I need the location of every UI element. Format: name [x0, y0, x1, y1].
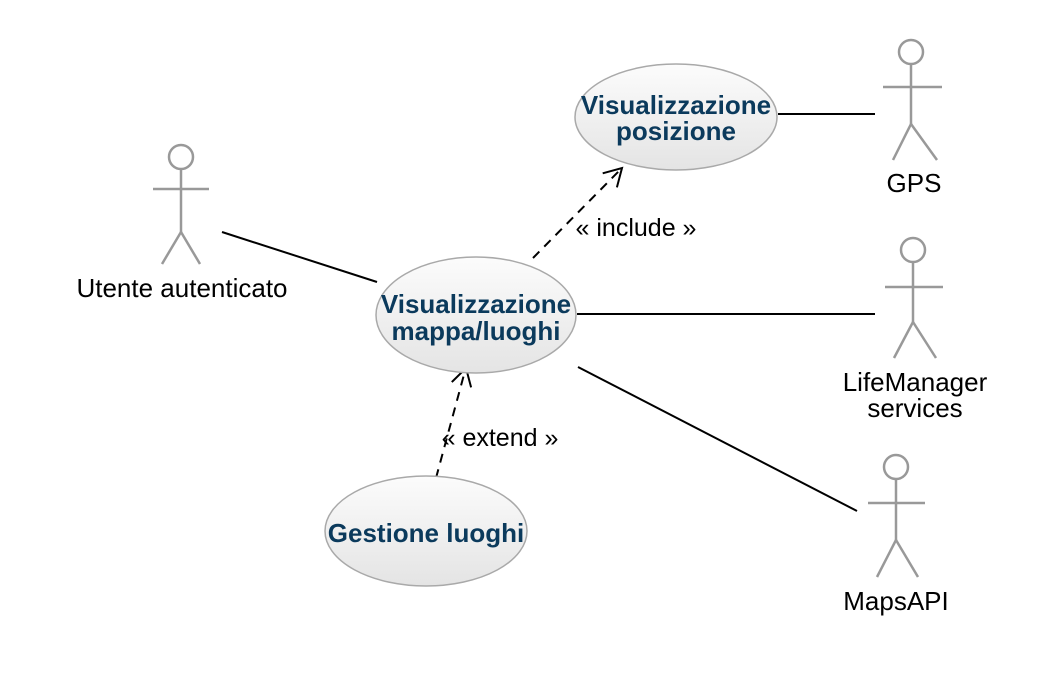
extend-label: « extend » [442, 424, 559, 452]
actor-left-leg [891, 123, 913, 161]
actor-head-icon [897, 38, 925, 66]
actor-utente-autenticato: Utente autenticato [76, 143, 288, 303]
usecase-ellipse [574, 63, 778, 171]
include-dependency: « include » [532, 166, 697, 259]
actor-head-icon [882, 453, 910, 481]
usecase-ellipse [324, 475, 528, 587]
actor-lifemanager-services: LifeManager services [843, 236, 988, 423]
actor-label-line-1: LifeManager [843, 367, 988, 397]
actor-label-line-2: services [867, 393, 962, 423]
actor-right-leg [179, 231, 202, 265]
extend-dependency: « extend » [435, 366, 559, 479]
extend-dashed-line [435, 368, 467, 479]
usecase-label-line-1: Visualizzazione [381, 289, 571, 319]
association-utente-mappa [221, 231, 378, 283]
usecase-gestione-luoghi: Gestione luoghi [324, 475, 528, 587]
actor-head-icon [167, 143, 195, 171]
actor-left-leg [160, 231, 183, 265]
actor-label: MapsAPI [843, 586, 949, 616]
usecase-label-line-1: Visualizzazione [581, 90, 771, 120]
include-dashed-line [532, 168, 622, 259]
association-mappa-mapsapi [577, 366, 858, 512]
usecase-ellipse [375, 256, 577, 374]
actor-right-leg [909, 123, 939, 161]
actor-head-icon [899, 236, 927, 264]
actor-label: Utente autenticato [76, 273, 287, 303]
actor-left-leg [875, 539, 898, 578]
actor-mapsapi: MapsAPI [843, 453, 949, 616]
actor-right-leg [894, 539, 920, 578]
usecase-label-line-2: posizione [616, 116, 736, 146]
usecase-visualizzazione-mappa-luoghi: Visualizzazione mappa/luoghi [375, 256, 577, 374]
actor-label: GPS [887, 168, 942, 198]
actor-right-leg [911, 321, 938, 359]
include-label: « include » [576, 214, 697, 242]
actor-left-leg [892, 321, 915, 359]
usecase-label-line-2: mappa/luoghi [392, 316, 561, 346]
include-arrowhead [602, 166, 624, 188]
usecase-label-line-1: Gestione luoghi [328, 518, 524, 548]
usecase-visualizzazione-posizione: Visualizzazione posizione [574, 63, 778, 171]
actor-gps: GPS [883, 38, 942, 198]
